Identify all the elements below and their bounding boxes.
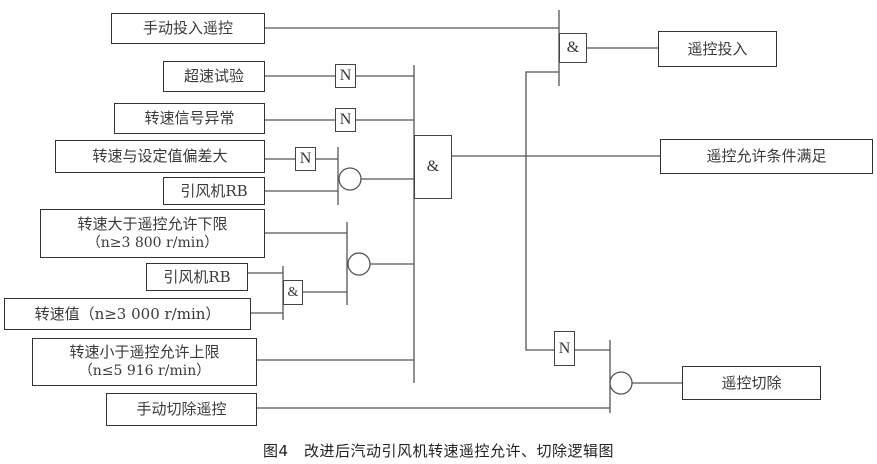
input-speed-signal-fault-label: 转速信号异常 (144, 109, 235, 127)
and-gate-enable-label: & (566, 39, 580, 56)
input-manual-disable: 手动切除遥控 (106, 393, 257, 426)
input-speed-below-upper-limit: 转速小于遥控允许上限 （n≤5 916 r/min） (32, 338, 257, 386)
input-manual-enable-label: 手动投入遥控 (142, 19, 233, 37)
and-gate-enable: & (559, 33, 587, 63)
not-gate-deviation: N (295, 147, 316, 171)
input-speed-above-lower-limit: 转速大于遥控允许下限 （n≥3 800 r/min） (40, 209, 265, 258)
not-gate-overspeed-label: N (339, 67, 352, 84)
input-idf-rb-2-label: 引风机RB (163, 267, 231, 286)
input-idf-rb-1: 引风机RB (163, 177, 265, 205)
input-speed-value-label: 转速值（n≥3 000 r/min） (34, 304, 221, 323)
or3-circle (609, 371, 633, 395)
input-speed-setpoint-deviation-label: 转速与设定值偏差大 (92, 147, 228, 165)
and-gate-small: & (283, 280, 303, 305)
input-overspeed-test: 超速试验 (163, 61, 265, 92)
input-overspeed-test-label: 超速试验 (183, 67, 244, 85)
input-manual-enable: 手动投入遥控 (111, 13, 265, 44)
output-remote-enabled: 遥控投入 (658, 31, 777, 67)
output-remote-permit-satisfied: 遥控允许条件满足 (660, 139, 873, 174)
input-speed-above-lower-limit-line2: （n≥3 800 r/min） (86, 234, 219, 251)
output-remote-disabled-label: 遥控切除 (721, 373, 782, 392)
input-idf-rb-2: 引风机RB (146, 263, 248, 291)
input-speed-below-upper-limit-line2: （n≤5 916 r/min） (78, 363, 211, 379)
input-speed-below-upper-limit-line1: 转速小于遥控允许上限 (69, 343, 220, 361)
or2-circle (347, 252, 371, 276)
and-gate-main: & (414, 135, 452, 199)
output-remote-permit-satisfied-label: 遥控允许条件满足 (706, 147, 827, 165)
not-gate-deviation-label: N (299, 150, 312, 167)
input-idf-rb-1-label: 引风机RB (180, 181, 248, 200)
output-remote-disabled: 遥控切除 (682, 366, 821, 400)
or1-circle (338, 167, 362, 191)
input-speed-signal-fault: 转速信号异常 (114, 103, 265, 134)
input-speed-value: 转速值（n≥3 000 r/min） (4, 298, 251, 330)
figure-caption: 图4 改进后汽动引风机转速遥控允许、切除逻辑图 (262, 442, 615, 460)
not-gate-permit: N (554, 331, 575, 366)
and-gate-small-label: & (287, 284, 299, 300)
input-speed-above-lower-limit-line1: 转速大于遥控允许下限 (77, 214, 228, 233)
wire-permit-branch (525, 71, 559, 351)
not-gate-speed-fault: N (335, 108, 356, 132)
input-manual-disable-label: 手动切除遥控 (136, 400, 227, 418)
not-gate-speed-fault-label: N (339, 111, 352, 128)
input-speed-setpoint-deviation: 转速与设定值偏差大 (55, 140, 265, 173)
output-remote-enabled-label: 遥控投入 (687, 39, 748, 58)
not-gate-overspeed: N (335, 64, 356, 88)
and-gate-main-label: & (426, 158, 440, 175)
not-gate-permit-label: N (558, 339, 571, 357)
